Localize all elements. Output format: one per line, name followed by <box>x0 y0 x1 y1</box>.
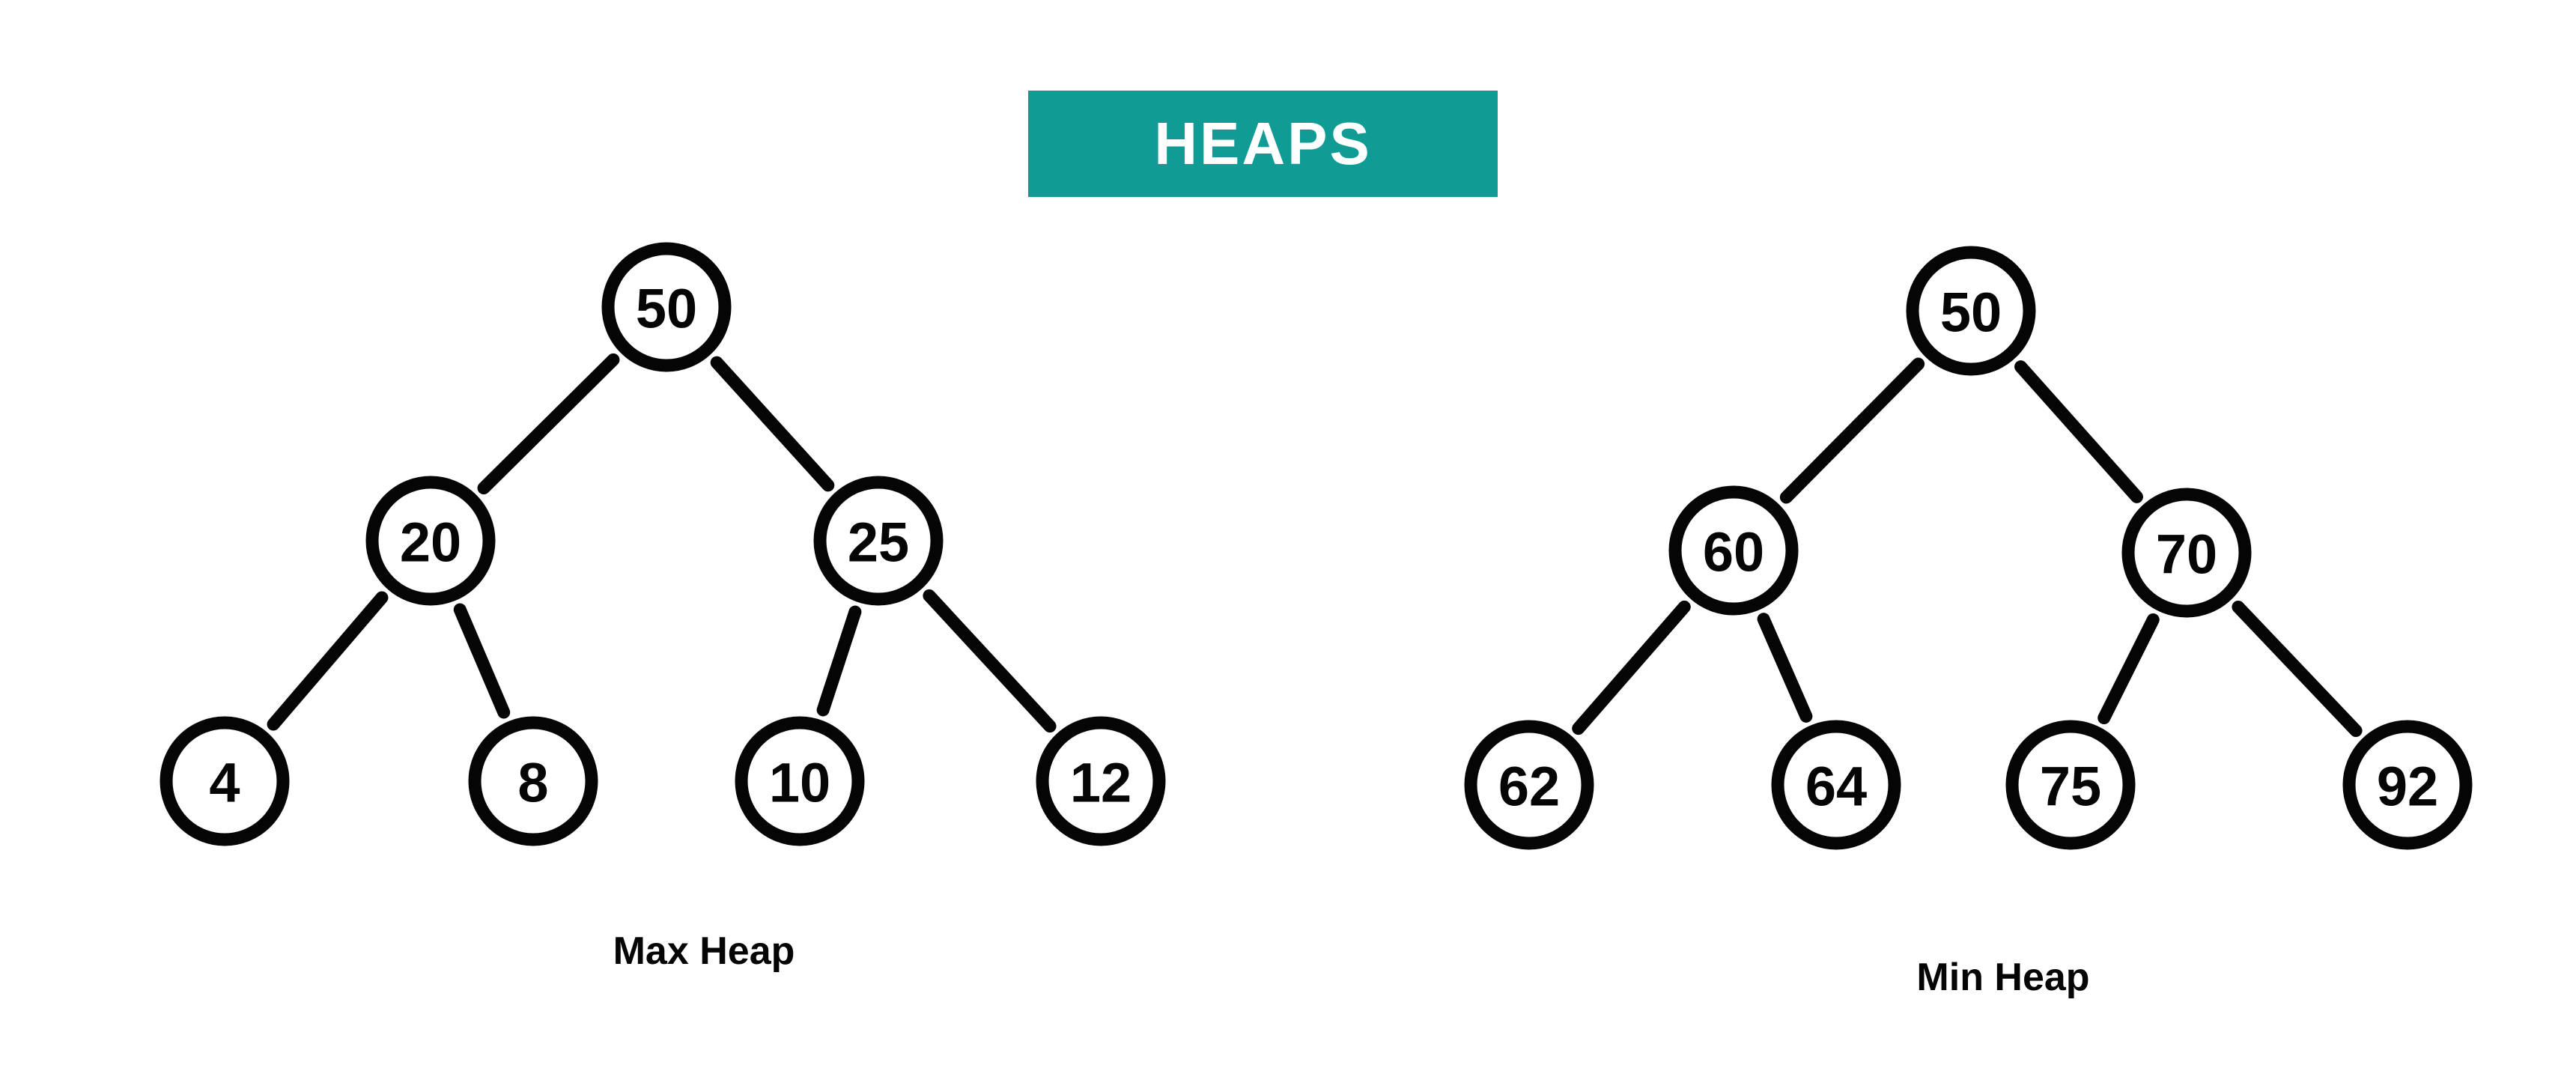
tree-edge <box>2232 600 2363 738</box>
tree-node[interactable]: 75 <box>2005 720 2136 850</box>
tree-edge <box>1779 357 1925 504</box>
tree-node-value: 50 <box>1940 282 2002 344</box>
tree-edge <box>1757 613 1813 723</box>
tree-node[interactable]: 60 <box>1668 485 1799 616</box>
tree-edge <box>2014 360 2143 503</box>
tree-node-circle <box>160 716 290 846</box>
title-banner: HEAPS <box>1028 91 1498 197</box>
title-banner-label: HEAPS <box>1154 110 1372 177</box>
tree-node-circle <box>2342 720 2473 850</box>
tree-node[interactable]: 50 <box>601 242 732 372</box>
tree-node[interactable]: 62 <box>1464 720 1594 850</box>
tree-node-circle <box>1771 720 1901 850</box>
tree-node-value: 8 <box>517 752 548 814</box>
tree-node-circle <box>2005 720 2136 850</box>
tree-node-circle <box>1906 246 2036 376</box>
min-heap-caption: Min Heap <box>1916 956 2090 999</box>
tree-edge <box>710 356 835 492</box>
tree-node-value: 4 <box>209 752 240 814</box>
tree-node-circle <box>365 476 496 606</box>
tree-edge <box>267 591 389 731</box>
tree-edge <box>2097 613 2160 725</box>
tree-node[interactable]: 92 <box>2342 720 2473 850</box>
tree-node[interactable]: 25 <box>813 476 944 606</box>
tree-node[interactable]: 20 <box>365 476 496 606</box>
tree-node-value: 25 <box>848 512 909 574</box>
tree-node[interactable]: 12 <box>1036 716 1166 846</box>
tree-node-value: 60 <box>1703 521 1764 583</box>
tree-node[interactable]: 8 <box>468 716 598 846</box>
tree-node-circle <box>1036 716 1166 846</box>
tree-node[interactable]: 50 <box>1906 246 2036 376</box>
tree-node[interactable]: 4 <box>160 716 290 846</box>
tree-node-circle <box>601 242 732 372</box>
tree-node-circle <box>1668 485 1799 616</box>
tree-node-value: 70 <box>2156 524 2217 586</box>
tree-node-circle <box>468 716 598 846</box>
tree-node-value: 12 <box>1070 752 1131 814</box>
tree-node-value: 20 <box>400 512 461 574</box>
tree-node-circle <box>735 716 865 846</box>
tree-node-value: 75 <box>2040 756 2101 818</box>
tree-node-circle <box>1464 720 1594 850</box>
tree-node-value: 92 <box>2377 756 2438 818</box>
tree-edge <box>816 605 862 717</box>
tree-node-value: 64 <box>1805 756 1867 818</box>
tree-node[interactable]: 64 <box>1771 720 1901 850</box>
tree-edge <box>923 589 1057 733</box>
tree-node[interactable]: 70 <box>2121 488 2252 618</box>
max-heap-caption: Max Heap <box>613 929 795 973</box>
tree-edge <box>453 603 511 719</box>
tree-edge <box>1572 600 1691 735</box>
tree-node-value: 10 <box>769 752 830 814</box>
tree-edge <box>477 353 620 495</box>
tree-node-circle <box>2121 488 2252 618</box>
tree-node[interactable]: 10 <box>735 716 865 846</box>
tree-node-value: 62 <box>1498 756 1560 818</box>
tree-node-circle <box>813 476 944 606</box>
tree-node-value: 50 <box>636 278 697 340</box>
